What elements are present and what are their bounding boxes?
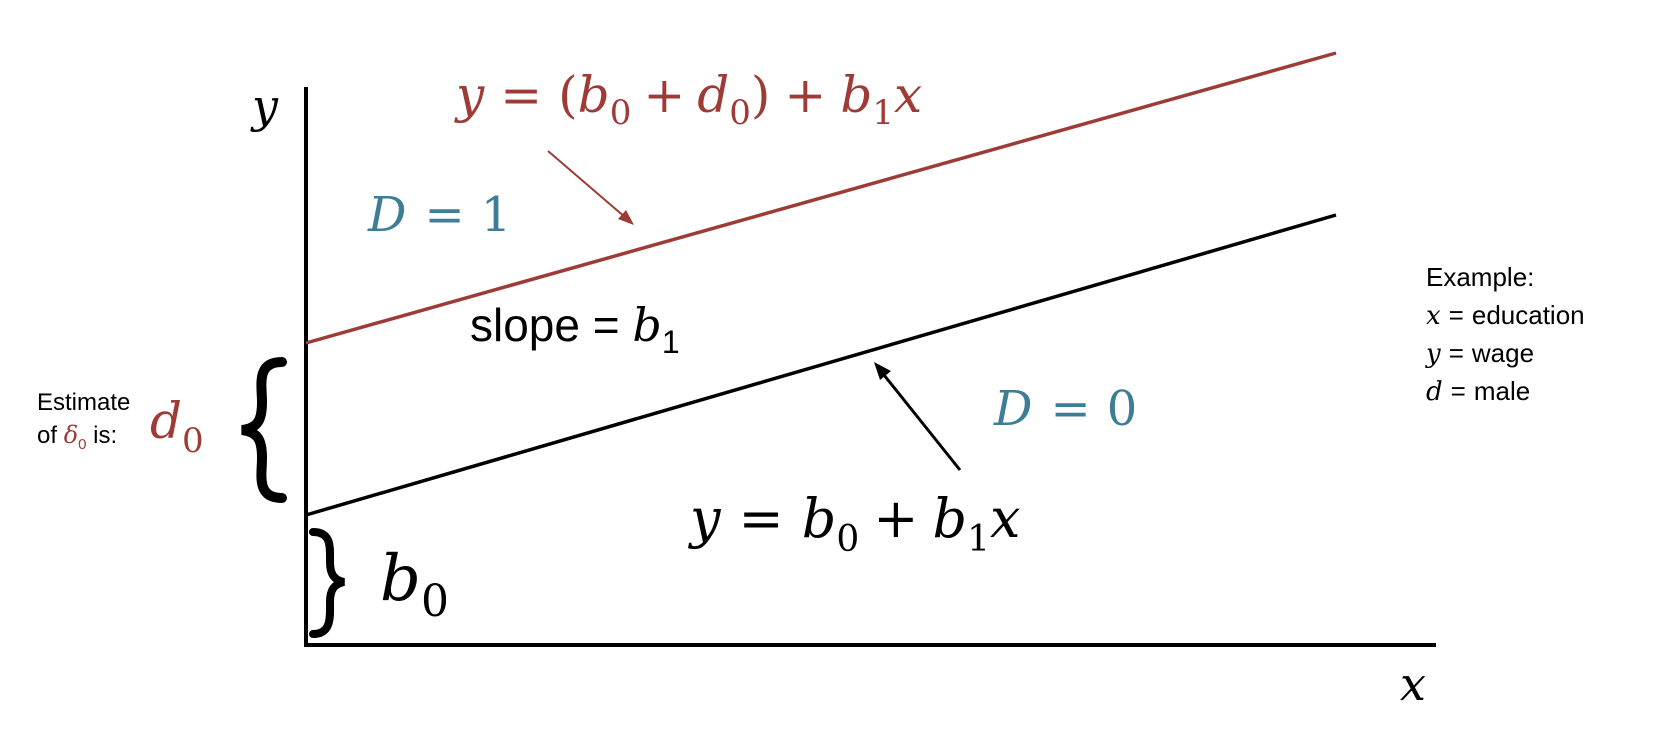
estimate-line1: Estimate (37, 389, 130, 416)
group-label-d0: D=0 (993, 381, 1137, 437)
estimate-d0: d0 (150, 392, 204, 461)
example-row-y: y=wage (1425, 338, 1534, 369)
example-row-x: x=education (1426, 300, 1585, 331)
intercept-label: b0 (380, 542, 449, 627)
group-label-d1: D=1 (367, 187, 511, 243)
example-title: Example: (1426, 262, 1534, 292)
brace-b0 (309, 528, 346, 638)
line-d1 (305, 51, 1337, 345)
brace-d0 (241, 357, 287, 503)
example-row-d: d=male (1426, 376, 1530, 407)
equation-d1: y=(b0+d0)+b1x (454, 66, 922, 133)
y-axis-label: y (250, 79, 279, 133)
equation-d0: y=b0+b1x (688, 487, 1020, 560)
estimate-line2: of δ0 is: (37, 421, 117, 453)
x-axis-label: x (1400, 657, 1426, 711)
slope-label: slope = b1 (470, 298, 680, 360)
arrow-d0-head (874, 362, 891, 380)
arrow-d1-head (618, 210, 634, 225)
line-d0 (305, 213, 1337, 517)
arrow-d1 (547, 150, 627, 219)
arrow-d0 (878, 369, 962, 471)
